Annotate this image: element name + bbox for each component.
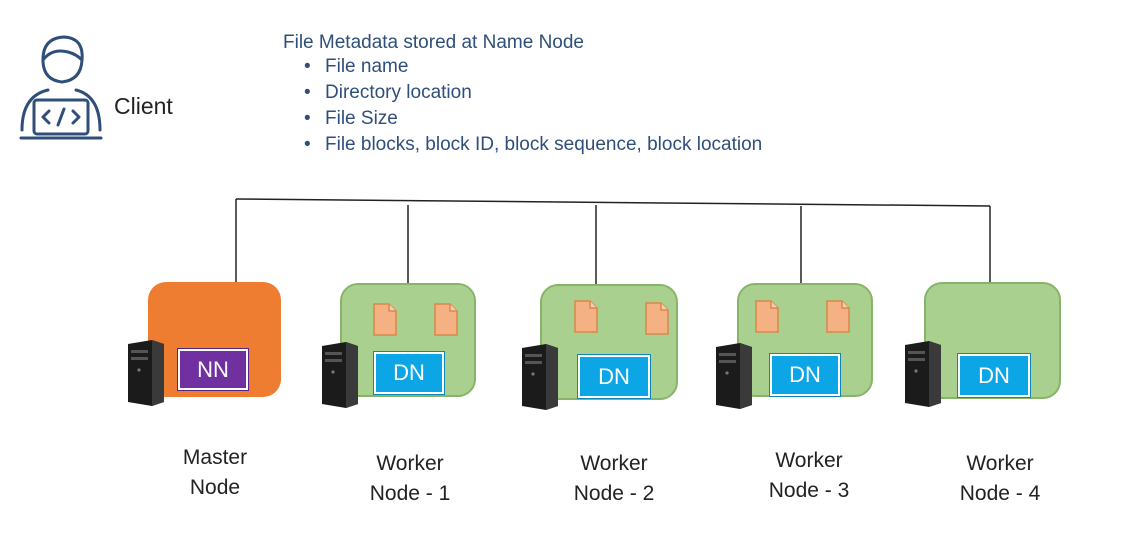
- data-node-badge: DN: [769, 353, 841, 397]
- metadata-title: File Metadata stored at Name Node: [283, 32, 584, 53]
- developer-laptop-icon: [19, 35, 103, 140]
- data-node-badge: DN: [373, 351, 445, 395]
- network-bus-line: [235, 198, 991, 207]
- client-label: Client: [114, 93, 173, 119]
- server-tower-icon: [716, 343, 752, 409]
- caption-line: Node - 4: [959, 482, 1041, 505]
- name-node-badge: NN: [177, 348, 249, 391]
- caption-line: Worker: [580, 452, 648, 475]
- server-tower-icon: [905, 341, 941, 407]
- caption-line: Node - 1: [369, 482, 451, 505]
- file-block-icon: [434, 303, 458, 336]
- file-block-icon: [373, 303, 397, 336]
- data-node-badge: DN: [957, 353, 1031, 398]
- metadata-item: File name: [304, 54, 762, 80]
- caption-line: Node - 3: [768, 479, 850, 502]
- file-block-icon: [826, 300, 850, 333]
- worker-node-caption: Worker Node - 2: [544, 449, 684, 509]
- worker-node-caption: Worker Node - 1: [340, 449, 480, 509]
- metadata-item: File blocks, block ID, block sequence, b…: [304, 132, 762, 158]
- caption-line: Worker: [376, 452, 444, 475]
- worker-node-caption: Worker Node - 3: [739, 446, 879, 506]
- server-tower-icon: [128, 340, 164, 406]
- file-block-icon: [645, 302, 669, 335]
- caption-line: Node - 2: [573, 482, 655, 505]
- server-tower-icon: [322, 342, 358, 408]
- worker-node-caption: Worker Node - 4: [930, 449, 1070, 509]
- metadata-item: File Size: [304, 106, 762, 132]
- caption-line: Worker: [775, 449, 843, 472]
- caption-line: Node: [189, 476, 241, 499]
- file-block-icon: [755, 300, 779, 333]
- server-tower-icon: [522, 344, 558, 410]
- file-block-icon: [574, 300, 598, 333]
- master-node-caption: Master Node: [145, 443, 285, 503]
- metadata-item: Directory location: [304, 80, 762, 106]
- caption-line: Master: [182, 446, 248, 469]
- data-node-badge: DN: [577, 354, 651, 399]
- metadata-list: File name Directory location File Size F…: [304, 54, 762, 158]
- caption-line: Worker: [966, 452, 1034, 475]
